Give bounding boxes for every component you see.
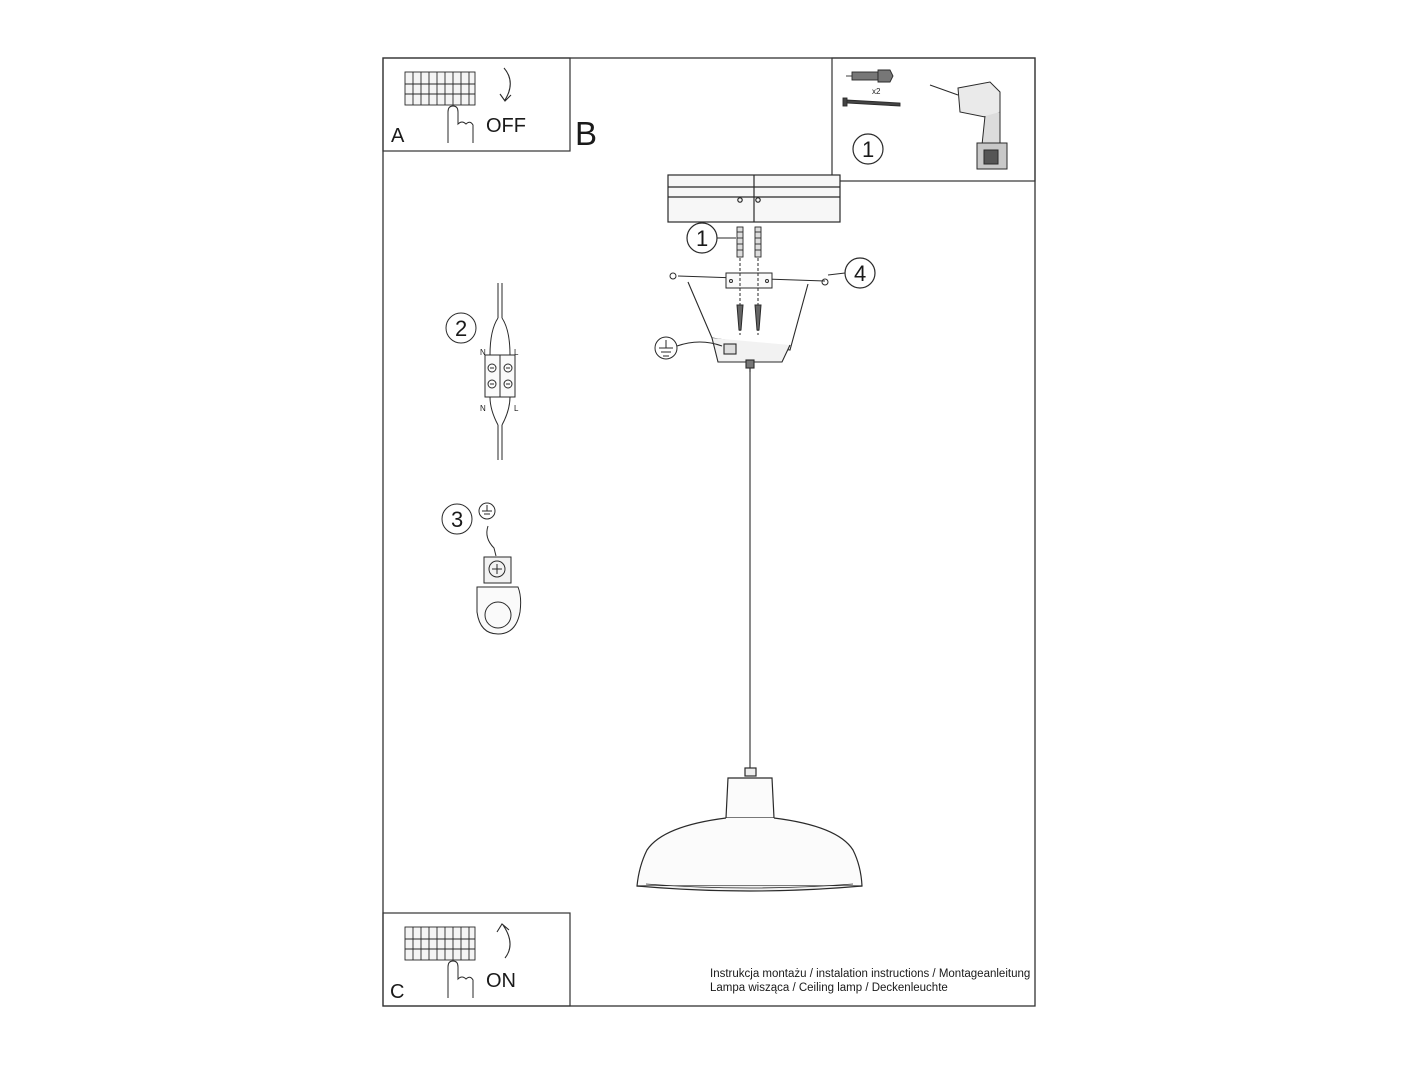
callout-4: 4 — [854, 261, 866, 286]
page-frame — [382, 57, 1036, 1007]
callout-2-circle — [445, 312, 477, 344]
ground-terminal-diagram: 3 — [441, 502, 522, 635]
switch-off-label: OFF — [486, 115, 526, 137]
wall-plugs — [736, 226, 762, 258]
panel-c: C ON — [382, 912, 571, 1007]
ground-symbol-icon — [654, 336, 723, 360]
footer-title: Instrukcja montażu / instalation instruc… — [710, 968, 1030, 980]
drill-icon — [929, 81, 1008, 170]
breaker-box-icon-c — [404, 926, 476, 961]
ground-icon — [478, 502, 496, 520]
terminal-label-n-bottom: N — [480, 404, 486, 413]
breaker-box-icon — [404, 71, 476, 106]
wall-plug-icon — [846, 69, 894, 83]
switch-up-arrow-icon — [496, 923, 511, 959]
terminal-label-l-top: L — [514, 348, 519, 357]
step-number-circle — [852, 133, 884, 165]
switch-down-arrow-icon — [499, 67, 512, 102]
terminal-block-diagram: 2 N L N L — [445, 283, 519, 460]
canopy — [687, 281, 809, 372]
callout-2: 2 — [455, 316, 467, 341]
switch-on-label: ON — [486, 970, 516, 992]
panel-c-label: C — [390, 981, 404, 1003]
panel-b-label: B — [575, 115, 597, 152]
quantity-label: x2 — [872, 87, 881, 96]
terminal-label-l-bottom: L — [514, 404, 519, 413]
hand-icon-c — [447, 960, 474, 998]
footer-product: Lampa wisząca / Ceiling lamp / Deckenleu… — [710, 982, 948, 994]
callout-4-circle — [844, 257, 876, 289]
panel-a: A OFF — [382, 57, 571, 152]
callout-3: 3 — [451, 507, 463, 532]
hand-icon — [447, 105, 474, 143]
lamp-shade — [636, 767, 863, 892]
step-number: 1 — [862, 137, 874, 162]
panel-a-label: A — [391, 125, 405, 147]
tools-panel: x2 1 — [831, 57, 1036, 182]
screw-icon — [842, 97, 901, 107]
callout-1: 1 — [696, 226, 708, 251]
mounting-bracket — [669, 258, 829, 335]
callout-1-circle — [686, 222, 718, 254]
terminal-label-n-top: N — [480, 348, 486, 357]
callout-3-circle — [441, 503, 473, 535]
ceiling-block — [667, 174, 841, 223]
